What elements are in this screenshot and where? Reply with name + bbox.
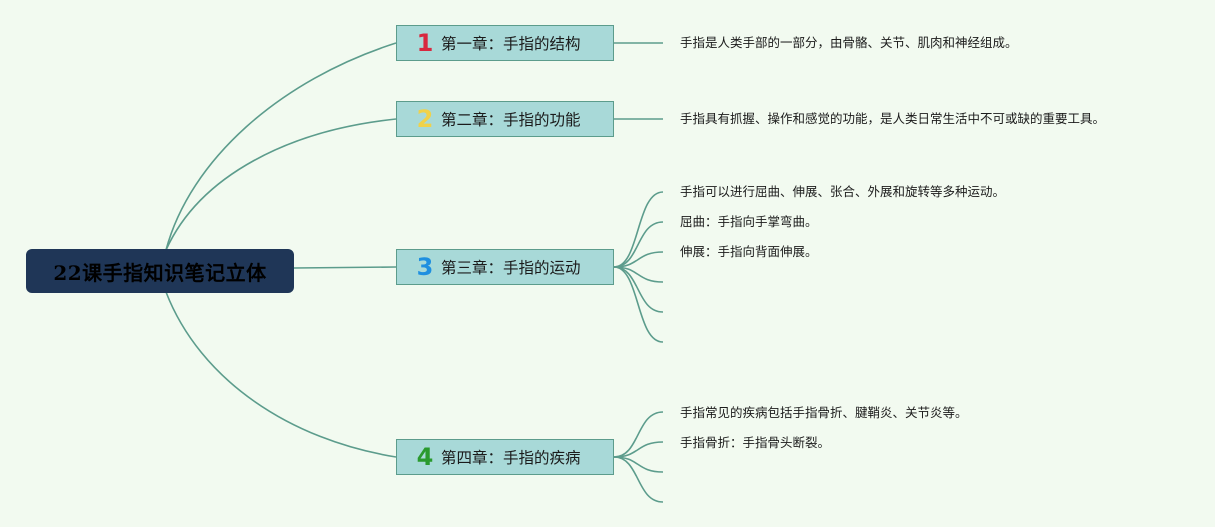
- connector-root-chapter-4: [165, 291, 397, 458]
- note-1-1[interactable]: 手指是人类手部的一部分，由骨骼、关节、肌肉和神经组成。: [680, 35, 1018, 50]
- note-2-1[interactable]: 手指具有抓握、操作和感觉的功能，是人类日常生活中不可或缺的重要工具。: [680, 111, 1106, 126]
- connector-root-chapter-1: [165, 42, 397, 251]
- chapter-title-1: 第一章：手指的结构: [441, 35, 581, 53]
- connector-chapter-4-note-1: [613, 411, 664, 458]
- root-title: 22课手指知识笔记立体: [53, 260, 267, 285]
- chapter-title-4: 第四章：手指的疾病: [441, 449, 581, 467]
- chapter-number-2: 2: [416, 105, 434, 133]
- chapter-node-2[interactable]: 2 第二章：手指的功能: [396, 101, 614, 137]
- chapter-number-4: 4: [416, 443, 434, 471]
- connector-root-chapter-2: [165, 118, 397, 251]
- chapter-node-3[interactable]: 3 第三章：手指的运动: [396, 249, 614, 285]
- connector-chapter-4-note-4: [613, 456, 664, 503]
- note-3-1[interactable]: 手指可以进行屈曲、伸展、张合、外展和旋转等多种运动。: [680, 184, 1006, 199]
- note-4-1[interactable]: 手指常见的疾病包括手指骨折、腱鞘炎、关节炎等。: [680, 405, 968, 420]
- connector-chapter-3-note-1: [613, 191, 664, 268]
- chapter-title-2: 第二章：手指的功能: [441, 111, 581, 129]
- note-3-3[interactable]: 伸展：手指向背面伸展。: [680, 244, 818, 259]
- chapter-node-1[interactable]: 1 第一章：手指的结构: [396, 25, 614, 61]
- chapter-number-1: 1: [416, 29, 434, 57]
- root-node[interactable]: 22课手指知识笔记立体: [26, 249, 294, 293]
- chapter-number-3: 3: [416, 253, 434, 281]
- chapter-node-4[interactable]: 4 第四章：手指的疾病: [396, 439, 614, 475]
- chapter-title-3: 第三章：手指的运动: [441, 259, 581, 277]
- connector-chapter-3-note-2: [613, 221, 664, 268]
- connector-chapter-3-note-6: [613, 266, 664, 343]
- note-3-2[interactable]: 屈曲：手指向手掌弯曲。: [680, 214, 818, 229]
- connector-root-chapter-3: [293, 266, 397, 269]
- note-4-2[interactable]: 手指骨折：手指骨头断裂。: [680, 435, 831, 450]
